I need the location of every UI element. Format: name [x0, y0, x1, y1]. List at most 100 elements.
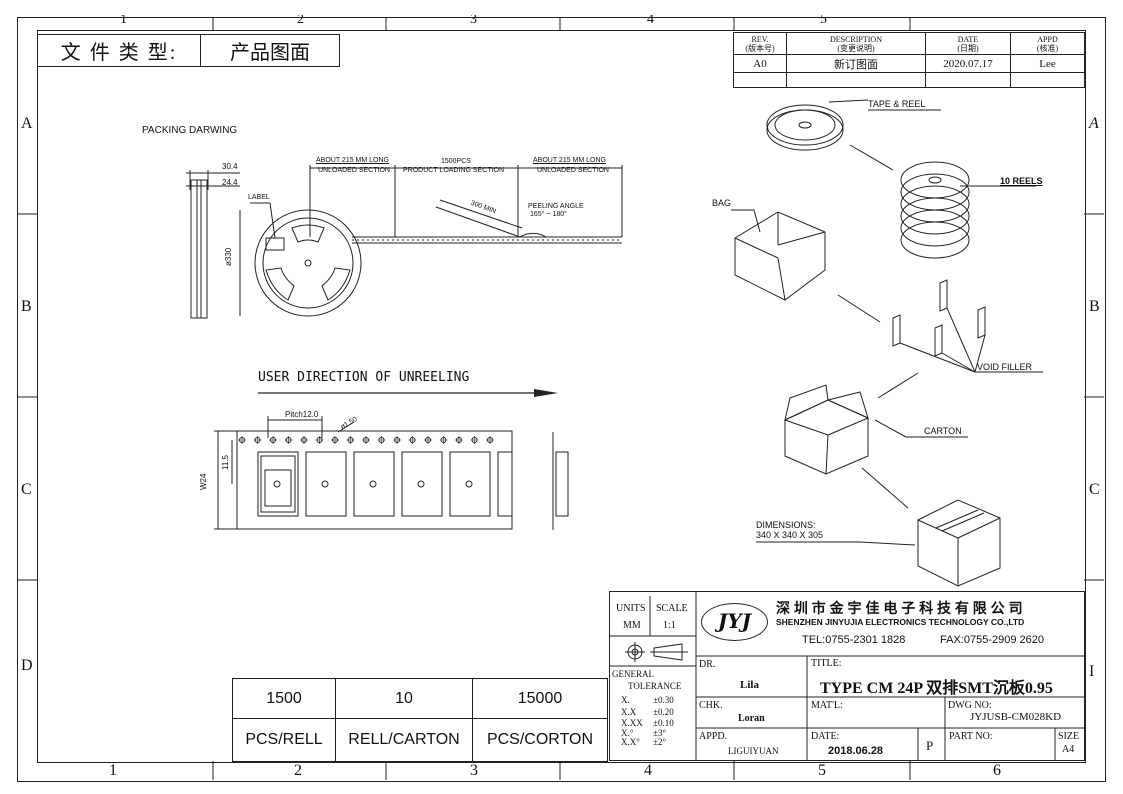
sprocket-crosshair: [238, 436, 246, 444]
zone-bottom-2: 2: [294, 762, 302, 779]
chk-value: Loran: [738, 713, 765, 724]
date-header-en: DATE: [957, 34, 979, 44]
sprocket-crosshair: [439, 436, 448, 444]
page-p-label: P: [926, 738, 934, 753]
date-header-cn: (日期): [957, 43, 979, 53]
zone-left-c: C: [21, 481, 32, 498]
zone-right-c: C: [1089, 481, 1100, 498]
dimensions-label: DIMENSIONS:: [756, 520, 816, 530]
outer-border: [17, 17, 1106, 782]
sprocket-crosshair: [284, 436, 293, 444]
tolerance-row: X.±0.30: [621, 695, 674, 705]
doc-type-box: 文 件 类 型: 产品图面: [37, 34, 340, 67]
title-value: TYPE CM 24P 双排SMT沉板0.95: [820, 680, 1053, 697]
tolerance-row: X.°±3°: [621, 727, 667, 738]
desc-header-en: DESCRIPTION: [829, 34, 882, 44]
chk-label: CHK.: [699, 700, 723, 711]
sprocket-crosshair: [331, 436, 339, 444]
zone-bottom-3: 3: [470, 762, 478, 779]
zone-top-4: 4: [647, 15, 654, 25]
dr-value: Lila: [740, 679, 759, 691]
sprocket-crosshair: [424, 436, 432, 444]
title-block: [609, 591, 1085, 761]
scale-label: SCALE: [656, 603, 688, 614]
zone-bottom-4: 4: [644, 762, 652, 779]
company-name-en: SHENZHEN JINYUJIA ELECTRONICS TECHNOLOGY…: [776, 617, 1025, 627]
dwg-value: JYJUSB-CM028KD: [970, 711, 1062, 723]
doc-type-label: 文 件 类 型:: [37, 34, 201, 67]
units-label: UNITS: [616, 603, 646, 614]
matl-label: MAT'L:: [811, 700, 843, 711]
company-logo: JYJ: [701, 603, 768, 641]
zone-right-d: I: [1089, 663, 1095, 680]
tolerance-row: X.X°±2°: [621, 737, 667, 747]
scale-value: 1:1: [663, 620, 676, 631]
date-label: DATE:: [811, 731, 840, 742]
appd-label: APPD.: [699, 731, 728, 742]
peeling-angle-l1: PEELING ANGLE: [528, 203, 584, 210]
qty-pcs-per-carton: 15000: [472, 678, 608, 719]
zone-left-d: D: [21, 657, 33, 674]
zone-right-a: A: [1089, 115, 1099, 132]
zone-top-5: 5: [820, 15, 827, 25]
tolerance-row: X.XX±0.10: [621, 718, 674, 728]
pitch-label: Pitch12.0: [285, 410, 319, 419]
unit-pcs-corton: PCS/CORTON: [472, 718, 608, 762]
appd-value: LIGUIYUAN: [728, 746, 779, 756]
tolerance-row: X.X±0.20: [621, 706, 674, 717]
unit-rell-carton: RELL/CARTON: [335, 718, 473, 762]
date-value: 2018.06.28: [828, 745, 884, 757]
dr-label: DR.: [699, 659, 716, 670]
zone-bottom-1: 1: [109, 762, 117, 779]
doc-type-value: 产品图面: [200, 34, 340, 67]
appd-header-en: APPD: [1037, 34, 1058, 44]
tolerance-list: X.±0.30 X.X±0.20 X.XX±0.10 X.°±3° X.X°±2…: [621, 695, 693, 749]
logo-text: JYJ: [717, 609, 752, 633]
section-left-l2: UNLOADED SECTION: [318, 167, 390, 174]
unit-pcs-rell: PCS/RELL: [232, 718, 336, 762]
section-right-l2: UNLOADED SECTION: [537, 167, 609, 174]
section-mid-l2: PRODUCT LOADING SECTION: [403, 167, 504, 174]
dim-30-4: 30.4: [222, 162, 238, 171]
section-mid-l1: 1500PCS: [441, 158, 471, 165]
unreeling-direction: USER DIRECTION OF UNREELING: [258, 370, 470, 385]
carton-label: CARTON: [924, 426, 962, 436]
zone-left-b: B: [21, 298, 32, 315]
zone-bottom-6: 6: [993, 762, 1001, 779]
title-label: TITLE:: [811, 658, 842, 669]
zone-top-2: 2: [297, 15, 304, 25]
zone-top-3: 3: [470, 15, 477, 25]
packing-title: PACKING DARWING: [142, 125, 238, 136]
rev-header-cn: (版本号): [745, 43, 775, 53]
units-value: MM: [623, 620, 641, 631]
sprocket-crosshair: [253, 436, 262, 444]
zone-bottom-5: 5: [818, 762, 826, 779]
tape-reel-label: TAPE & REEL: [868, 99, 926, 109]
peeling-angle-l2: 165° ~ 180°: [530, 211, 567, 218]
sprocket-crosshair: [315, 436, 324, 444]
size-label: SIZE: [1058, 731, 1080, 742]
desc-value: 新订图面: [786, 54, 926, 73]
sprocket-crosshair: [470, 436, 479, 444]
tolerance-label-2: TOLERANCE: [628, 681, 682, 691]
zone-right-b: B: [1089, 298, 1100, 315]
quantity-table: 1500 10 15000 PCS/RELL RELL/CARTON PCS/C…: [232, 678, 608, 762]
zone-top-1: 1: [120, 15, 127, 25]
sprocket-crosshair: [346, 436, 355, 444]
sprocket-crosshair: [486, 436, 494, 444]
company-fax: FAX:0755-2909 2620: [940, 634, 1044, 646]
dimensions-value: 340 X 340 X 305: [756, 530, 824, 540]
zone-left-a: A: [21, 115, 33, 132]
size-value: A4: [1062, 744, 1075, 755]
sprocket-crosshair: [393, 436, 401, 444]
revision-table: REV.(版本号) DESCRIPTION(变更说明) DATE(日期) APP…: [733, 31, 1085, 89]
sprocket-crosshair: [408, 436, 417, 444]
part-no-label: PART NO:: [949, 731, 993, 742]
section-left-l1: ABOUT 215 MM LONG: [316, 157, 390, 164]
sprocket-crosshair: [362, 436, 370, 444]
